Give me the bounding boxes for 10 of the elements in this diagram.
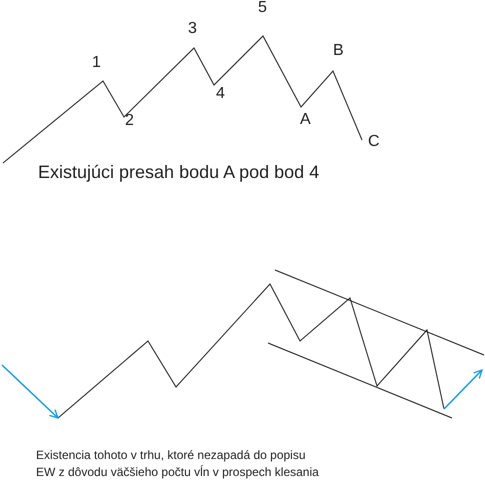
wave-label: 4 — [216, 86, 225, 102]
wave-label: 2 — [125, 113, 134, 129]
annotation-text: Existujúci presah bodu A pod bod 4 — [38, 163, 320, 181]
wave-label: 5 — [258, 0, 267, 16]
wave-label: B — [333, 43, 344, 59]
wave-label: 3 — [188, 21, 197, 37]
wave-label: A — [300, 112, 311, 128]
note-text: Existencia tohoto v trhu, ktoré nezapadá do popisu EW z dôvodu väčšieho počtu vĺn v prospech klesania — [36, 447, 319, 482]
wave-label: 1 — [92, 55, 101, 71]
wave-label: C — [368, 134, 380, 150]
